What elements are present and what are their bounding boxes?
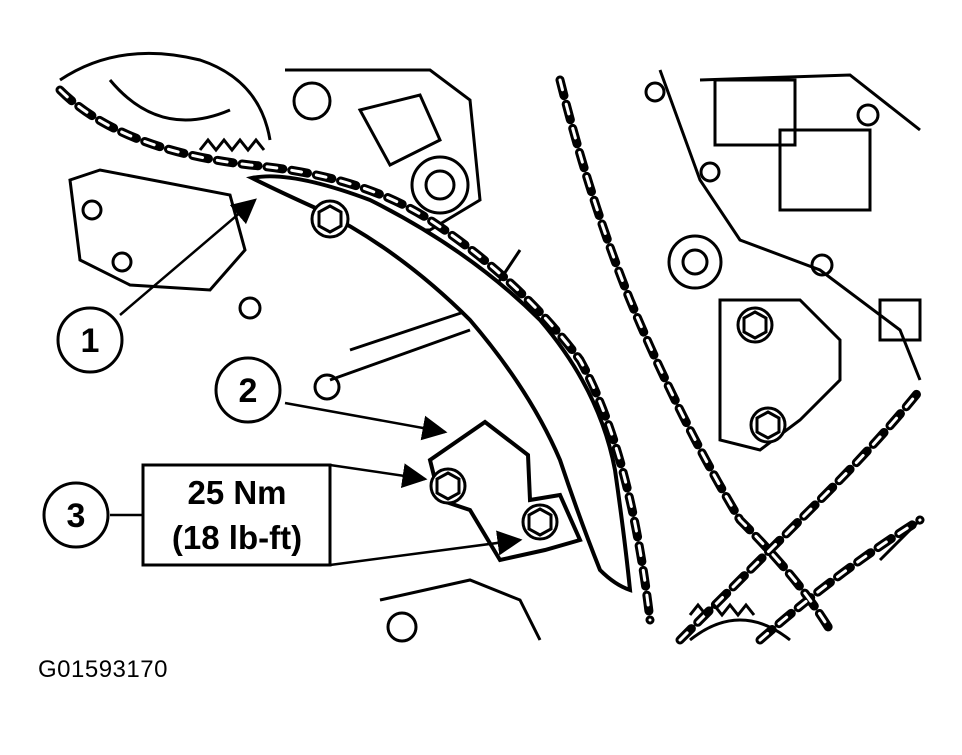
leader-line-3-top: [329, 463, 428, 489]
leader-line-1: [119, 198, 257, 316]
torque-metric: 25 Nm: [187, 474, 286, 511]
chain-link-inner: [58, 78, 922, 642]
callout-2-label: 2: [239, 372, 258, 410]
torque-spec-box: 25 Nm (18 lb-ft): [141, 463, 332, 567]
figure-id: G01593170: [38, 656, 168, 683]
engine-background-outline: [59, 51, 922, 643]
chain-tensioner: [427, 419, 583, 563]
sprocket-teeth: [198, 137, 756, 618]
callout-3: 3: [42, 481, 110, 549]
callout-1: 1: [56, 306, 124, 374]
callout-3-label: 3: [67, 497, 86, 535]
leader-line-3-bottom: [329, 530, 523, 567]
callout-2: 2: [214, 356, 282, 424]
torque-imperial: (18 lb-ft): [172, 519, 302, 556]
leader-line-2: [284, 401, 448, 441]
right-bracket-bolts: [736, 306, 787, 444]
chain-guide: [245, 174, 633, 593]
callout-1-label: 1: [81, 322, 100, 360]
leader-lines: [110, 198, 523, 567]
